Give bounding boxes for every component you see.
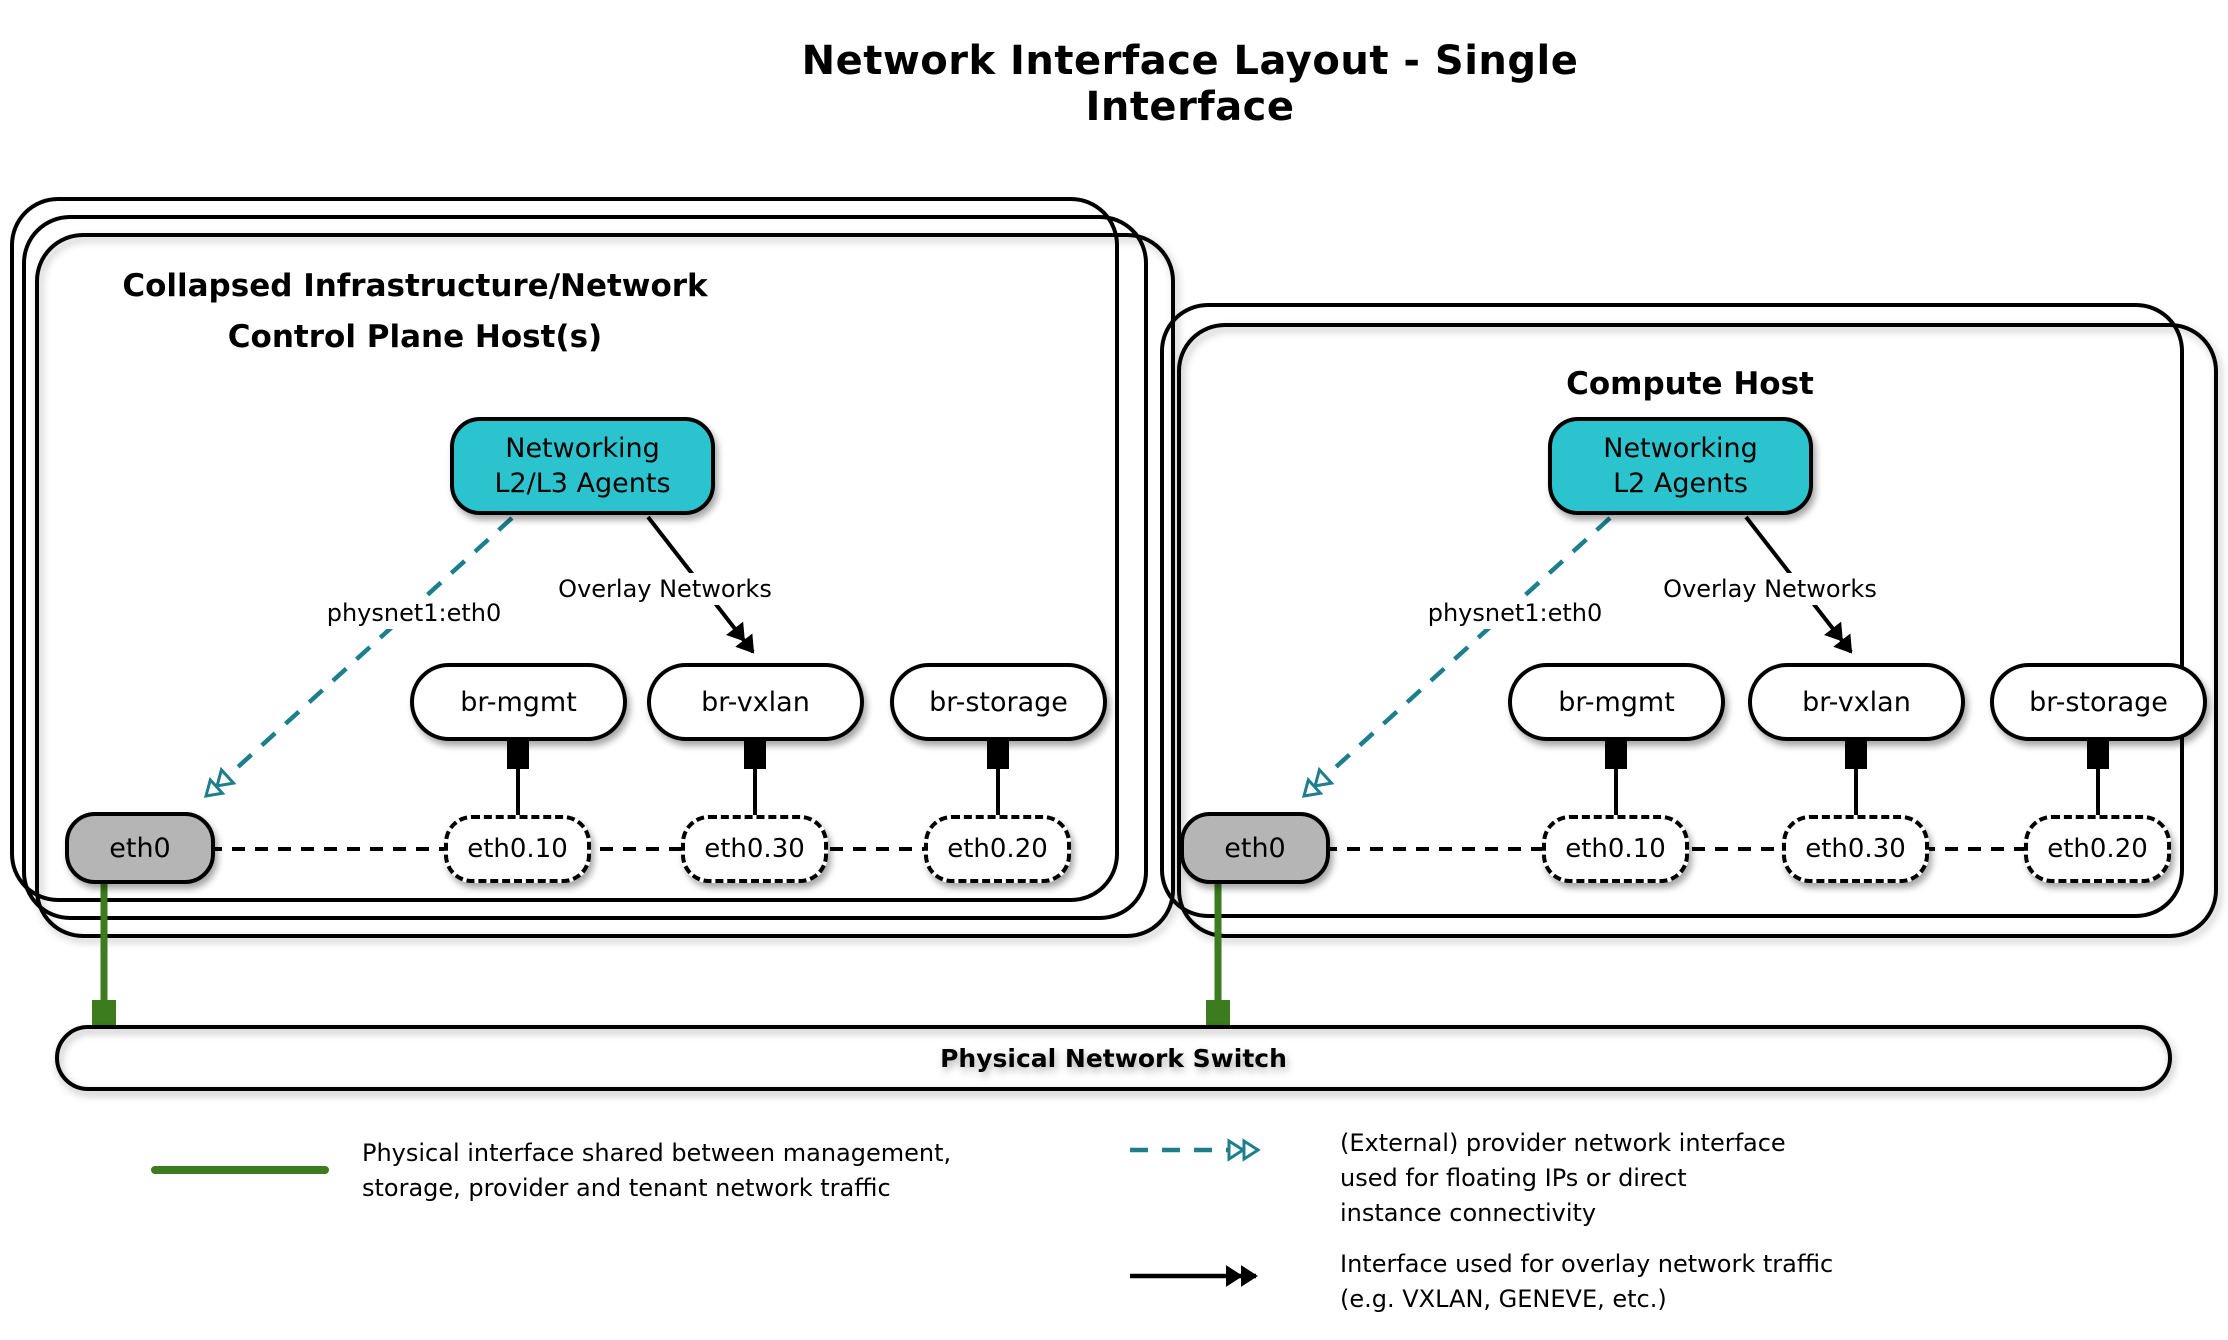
node-eth0-10-compute: eth0.10 (1542, 815, 1689, 883)
node-br-mgmt-control: br-mgmt (410, 663, 627, 741)
physical-network-switch: Physical Network Switch (55, 1025, 2172, 1091)
switch-label: Physical Network Switch (940, 1043, 1287, 1073)
node-br-storage-control: br-storage (890, 663, 1107, 741)
overlay-label-control: Overlay Networks (552, 573, 778, 605)
node-agents-control: Networking L2/L3 Agents (450, 417, 715, 515)
legend-overlay-text: Interface used for overlay network traff… (1340, 1250, 1834, 1313)
control-host-box-middle (22, 215, 1148, 920)
node-br-vxlan-compute: br-vxlan (1748, 663, 1965, 741)
node-agents-compute: Networking L2 Agents (1548, 417, 1813, 515)
control-host-box (35, 233, 1175, 938)
provider-label-compute: physnet1:eth0 (1421, 597, 1609, 629)
node-eth0-10-control: eth0.10 (444, 815, 591, 883)
node-br-storage-compute: br-storage (1990, 663, 2207, 741)
node-eth0-compute: eth0 (1180, 812, 1330, 884)
provider-label-control: physnet1:eth0 (320, 597, 508, 629)
control-host-title: Collapsed Infrastructure/Network Control… (122, 268, 708, 355)
node-eth0-20-compute: eth0.20 (2024, 815, 2171, 883)
node-eth0-20-control: eth0.20 (924, 815, 1071, 883)
page-title: Network Interface Layout - Single Interf… (801, 38, 1579, 130)
control-host-box-back (10, 197, 1119, 902)
compute-host-title: Compute Host (1566, 366, 1814, 402)
node-br-mgmt-compute: br-mgmt (1508, 663, 1725, 741)
node-br-vxlan-control: br-vxlan (647, 663, 864, 741)
overlay-label-compute: Overlay Networks (1657, 573, 1883, 605)
node-eth0-30-compute: eth0.30 (1782, 815, 1929, 883)
compute-host-box-back (1160, 303, 2184, 918)
node-eth0-30-control: eth0.30 (681, 815, 828, 883)
node-eth0-control: eth0 (65, 812, 215, 884)
legend-physical-text: Physical interface shared between manage… (362, 1139, 952, 1202)
legend-provider-text: (External) provider network interface us… (1340, 1129, 1786, 1227)
compute-host-box (1177, 323, 2218, 938)
